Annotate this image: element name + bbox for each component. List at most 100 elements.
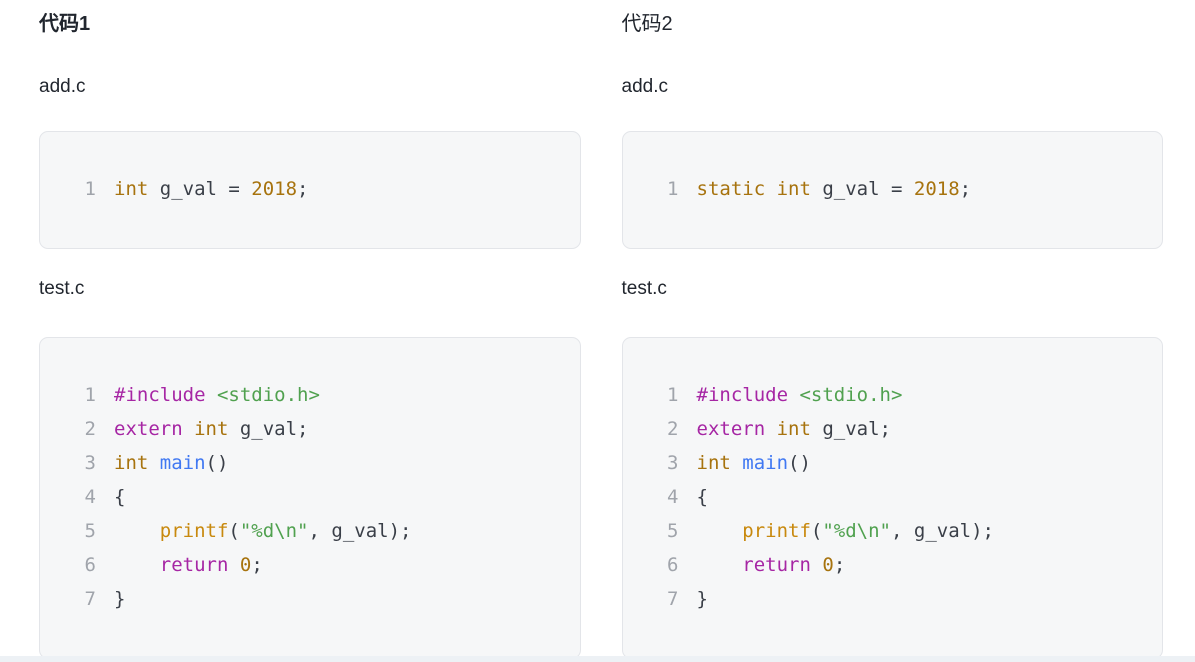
code-line: 3 int main()	[40, 446, 566, 480]
line-number: 1	[84, 178, 96, 200]
code-token-plain: {	[114, 486, 126, 508]
code-token-plain: g_val;	[810, 418, 891, 440]
code-line: 4{	[40, 480, 566, 514]
line-number: 2	[667, 418, 679, 440]
code-token-plain: (	[228, 520, 240, 542]
line-number: 1	[84, 384, 96, 406]
file-label-test-c: test.c	[39, 278, 85, 299]
code-token-keyword: return	[742, 554, 811, 576]
line-number: 1	[667, 178, 679, 200]
code-token-plain	[228, 554, 239, 576]
file-label-test-c: test.c	[621, 278, 667, 299]
code-line: 5 printf("%d\n", g_val);	[40, 514, 566, 548]
code-token-plain: ()	[788, 452, 811, 474]
code-token-plain: ;	[251, 554, 263, 576]
line-number: 3	[667, 452, 679, 474]
code-token-plain	[788, 384, 799, 406]
code-token-string: "%d\n"	[239, 520, 309, 542]
code-token-plain: g_val =	[810, 178, 914, 200]
code-token-func: main	[159, 452, 206, 474]
code-token-type: int	[696, 452, 731, 474]
bottom-divider	[0, 656, 1195, 662]
code-token-type: int	[194, 418, 229, 440]
code-token-builtin: printf	[159, 520, 229, 542]
code-line: 6 return 0;	[40, 548, 566, 582]
code-line: 1 int g_val = 2018;	[40, 172, 566, 206]
code-token-plain: {	[696, 486, 708, 508]
code-token-keyword: extern	[696, 418, 766, 440]
code-token-meta: #include	[696, 384, 789, 406]
code-line: 2 extern int g_val;	[40, 412, 566, 446]
code-line: 1 #include <stdio.h>	[623, 378, 1149, 412]
code-token-type: int	[114, 178, 149, 200]
line-number: 1	[667, 384, 679, 406]
code-token-number: 2018	[913, 178, 960, 200]
code-token-type: int	[114, 452, 149, 474]
line-number: 5	[84, 520, 96, 542]
code-token-plain	[697, 520, 743, 542]
code-line: 1 static int g_val = 2018;	[623, 172, 1149, 206]
code-token-plain	[811, 554, 822, 576]
code-column-2: 代码2 add.c 1 static int g_val = 2018; test…	[621, 10, 1163, 659]
code-line: 1 #include <stdio.h>	[40, 378, 566, 412]
code-token-plain	[114, 520, 160, 542]
code-block-add-c-1: 1 int g_val = 2018;	[39, 131, 581, 249]
line-number: 2	[84, 418, 96, 440]
code-column-1: 代码1 add.c 1 int g_val = 2018; test.c 1 #in…	[39, 10, 581, 659]
line-number: 6	[84, 554, 96, 576]
code-token-plain	[114, 554, 160, 576]
code-token-plain: , g_val);	[891, 520, 994, 542]
code-token-type: int	[776, 178, 811, 200]
code-token-number: 2018	[251, 178, 298, 200]
code-token-type: static	[696, 178, 766, 200]
code-token-plain	[697, 554, 743, 576]
line-number: 6	[667, 554, 679, 576]
line-number: 3	[84, 452, 96, 474]
code-token-builtin: printf	[742, 520, 811, 542]
code-token-meta: #include	[114, 384, 206, 406]
code-token-plain: ;	[297, 178, 309, 200]
file-label-add-c: add.c	[39, 76, 86, 97]
code-token-keyword: return	[159, 554, 229, 576]
line-number: 7	[84, 588, 96, 610]
code-line: 4{	[623, 480, 1149, 514]
code-token-type: int	[776, 418, 811, 440]
line-number: 4	[84, 486, 96, 508]
code-token-plain	[183, 418, 194, 440]
code-token-plain: g_val =	[148, 178, 252, 200]
code-token-plain	[206, 384, 217, 406]
column-2-title: 代码2	[621, 13, 673, 35]
code-token-number: 0	[822, 554, 834, 576]
code-line: 7}	[40, 582, 566, 616]
code-token-plain: }	[114, 588, 126, 610]
code-line: 7}	[623, 582, 1149, 616]
code-line: 5 printf("%d\n", g_val);	[623, 514, 1149, 548]
code-block-add-c-2: 1 static int g_val = 2018;	[621, 131, 1163, 249]
code-token-plain: ;	[833, 554, 846, 576]
code-block-test-c-2: 1 #include <stdio.h> 2 extern int g_val; 3 in…	[621, 337, 1163, 659]
file-label-add-c: add.c	[621, 76, 668, 97]
code-token-number: 0	[239, 554, 252, 576]
code-token-string: <stdio.h>	[216, 384, 320, 406]
code-token-plain: g_val;	[228, 418, 309, 440]
code-token-plain	[765, 418, 776, 440]
code-token-string: "%d\n"	[822, 520, 891, 542]
code-token-plain: (	[810, 520, 823, 542]
column-1-title: 代码1	[39, 13, 91, 35]
code-line: 2 extern int g_val;	[623, 412, 1149, 446]
code-line: 6 return 0;	[623, 548, 1149, 582]
code-block-test-c-1: 1 #include <stdio.h> 2 extern int g_val; 3 in…	[39, 337, 581, 659]
code-token-plain: , g_val);	[308, 520, 412, 542]
line-number: 5	[667, 520, 679, 542]
code-token-plain: ()	[205, 452, 229, 474]
code-token-string: <stdio.h>	[799, 384, 903, 406]
code-token-plain: ;	[959, 178, 972, 200]
code-token-plain: }	[696, 588, 708, 610]
code-token-plain	[731, 452, 742, 474]
line-number: 4	[667, 486, 679, 508]
line-number: 7	[667, 588, 679, 610]
code-token-plain	[148, 452, 159, 474]
code-token-keyword: extern	[114, 418, 183, 440]
